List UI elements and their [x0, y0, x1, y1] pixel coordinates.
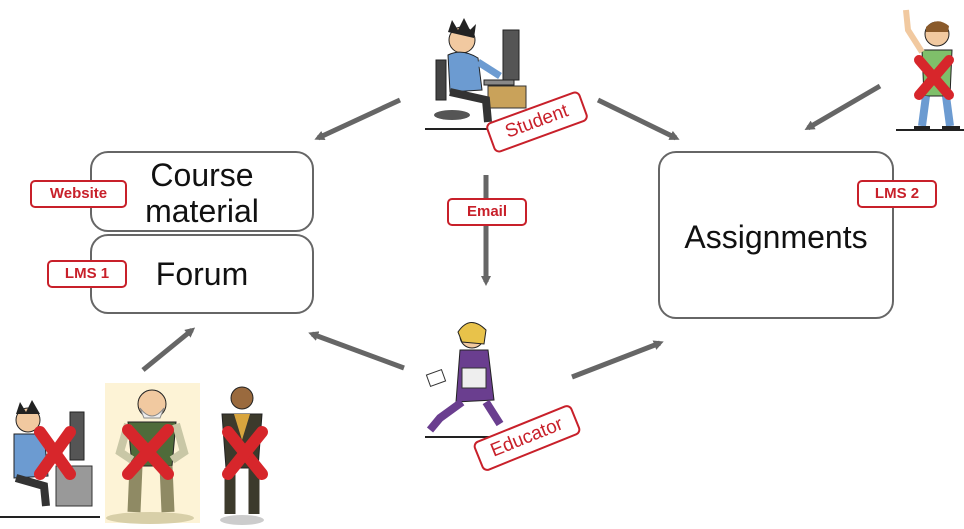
- course-material-line2: material: [145, 193, 259, 229]
- lms2-tag: LMS 2: [857, 180, 937, 208]
- cross-mark-suit: [222, 426, 268, 480]
- email-tag: Email: [447, 198, 527, 226]
- arrow-student-to-assignments: [596, 97, 680, 141]
- arrow-student-to-course: [314, 97, 402, 141]
- arrows: [141, 83, 882, 380]
- arrow-top-student-to-assignments: [804, 83, 882, 131]
- student-illustration: [425, 18, 528, 130]
- arrow-educator-to-assignments: [571, 340, 664, 380]
- cross-mark-student: [34, 426, 76, 480]
- cross-mark-professor: [122, 424, 174, 480]
- assignments-label: Assignments: [684, 219, 868, 255]
- arrow-group-to-forum: [141, 327, 196, 372]
- lms1-tag: LMS 1: [47, 260, 127, 288]
- assignments-box: Assignments: [658, 151, 894, 319]
- course-material-box: Course material: [90, 151, 314, 232]
- cross-marks-bottom: [34, 424, 268, 480]
- educator-illustration: [425, 322, 525, 438]
- website-tag: Website: [30, 180, 127, 208]
- forum-label: Forum: [155, 256, 249, 292]
- cross-mark-top-right: [914, 55, 954, 100]
- course-material-line1: Course: [150, 157, 254, 193]
- arrow-educator-to-forum: [308, 331, 405, 371]
